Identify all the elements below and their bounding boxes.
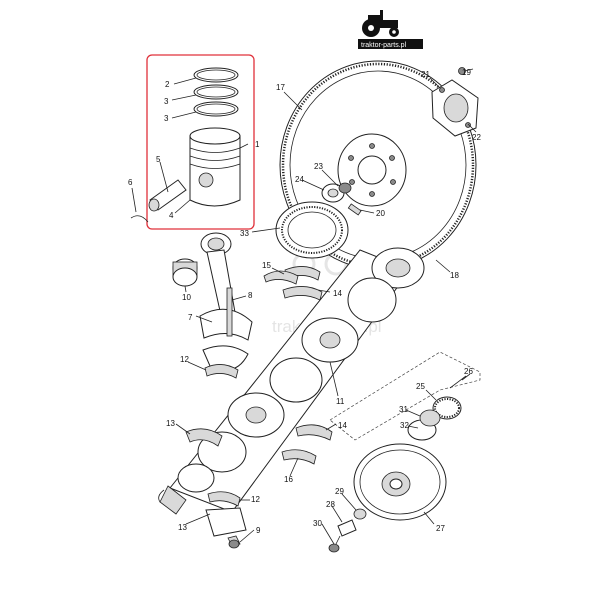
callout-12: 12 bbox=[251, 495, 260, 504]
callout-27: 27 bbox=[436, 524, 445, 533]
spigot-bearing bbox=[321, 182, 352, 203]
callout-11: 11 bbox=[336, 397, 345, 406]
callout-25: 25 bbox=[416, 382, 425, 391]
callout-1: 1 bbox=[255, 140, 260, 149]
callout-14: 14 bbox=[333, 289, 342, 298]
callout-9: 9 bbox=[256, 526, 261, 535]
callout-13: 13 bbox=[166, 419, 175, 428]
main-bearing-cap bbox=[205, 507, 247, 549]
callout-24: 24 bbox=[295, 175, 304, 184]
callout-6: 6 bbox=[128, 178, 133, 187]
callout-31: 31 bbox=[399, 405, 408, 414]
callout-26: 26 bbox=[464, 367, 473, 376]
tractor-icon bbox=[362, 10, 399, 37]
callout-19: 19 bbox=[462, 68, 471, 77]
callouts: 1 2 3 3 4 5 6 7 8 9 10 11 12 12 13 13 14… bbox=[128, 68, 481, 535]
callout-12: 12 bbox=[180, 355, 189, 364]
callout-32: 32 bbox=[400, 421, 409, 430]
flywheel-bracket bbox=[431, 67, 479, 137]
dowel-pin bbox=[347, 203, 362, 216]
callout-10: 10 bbox=[182, 293, 191, 302]
callout-20: 20 bbox=[376, 209, 385, 218]
callout-3: 3 bbox=[164, 114, 169, 123]
highlight-box bbox=[146, 54, 255, 230]
connecting-rod bbox=[172, 232, 253, 371]
callout-28: 28 bbox=[326, 500, 335, 509]
callout-4: 4 bbox=[169, 211, 174, 220]
callout-17: 17 bbox=[276, 83, 285, 92]
front-pulley-assembly bbox=[328, 351, 481, 553]
callout-14: 14 bbox=[338, 421, 347, 430]
callout-23: 23 bbox=[314, 162, 323, 171]
callout-30: 30 bbox=[313, 519, 322, 528]
piston-assembly bbox=[130, 54, 255, 230]
callout-22: 22 bbox=[472, 133, 481, 142]
callout-2: 2 bbox=[165, 80, 170, 89]
callout-15: 15 bbox=[262, 261, 271, 270]
logo: traktor-parts.pl bbox=[358, 10, 423, 49]
main-bearing-shells bbox=[185, 424, 333, 507]
callout-5: 5 bbox=[156, 155, 161, 164]
callout-8: 8 bbox=[248, 291, 253, 300]
callout-29: 29 bbox=[335, 487, 344, 496]
callout-33: 33 bbox=[240, 229, 249, 238]
callout-18: 18 bbox=[450, 271, 459, 280]
callout-3: 3 bbox=[164, 97, 169, 106]
thrust-washers bbox=[263, 270, 299, 285]
leader-lines bbox=[131, 77, 477, 545]
callout-7: 7 bbox=[188, 313, 193, 322]
logo-text: traktor-parts.pl bbox=[361, 42, 407, 49]
callout-16: 16 bbox=[284, 475, 293, 484]
rear-seal-ring bbox=[275, 201, 349, 259]
logo-banner bbox=[358, 39, 423, 49]
callout-21: 21 bbox=[421, 70, 430, 79]
callout-13: 13 bbox=[178, 523, 187, 532]
